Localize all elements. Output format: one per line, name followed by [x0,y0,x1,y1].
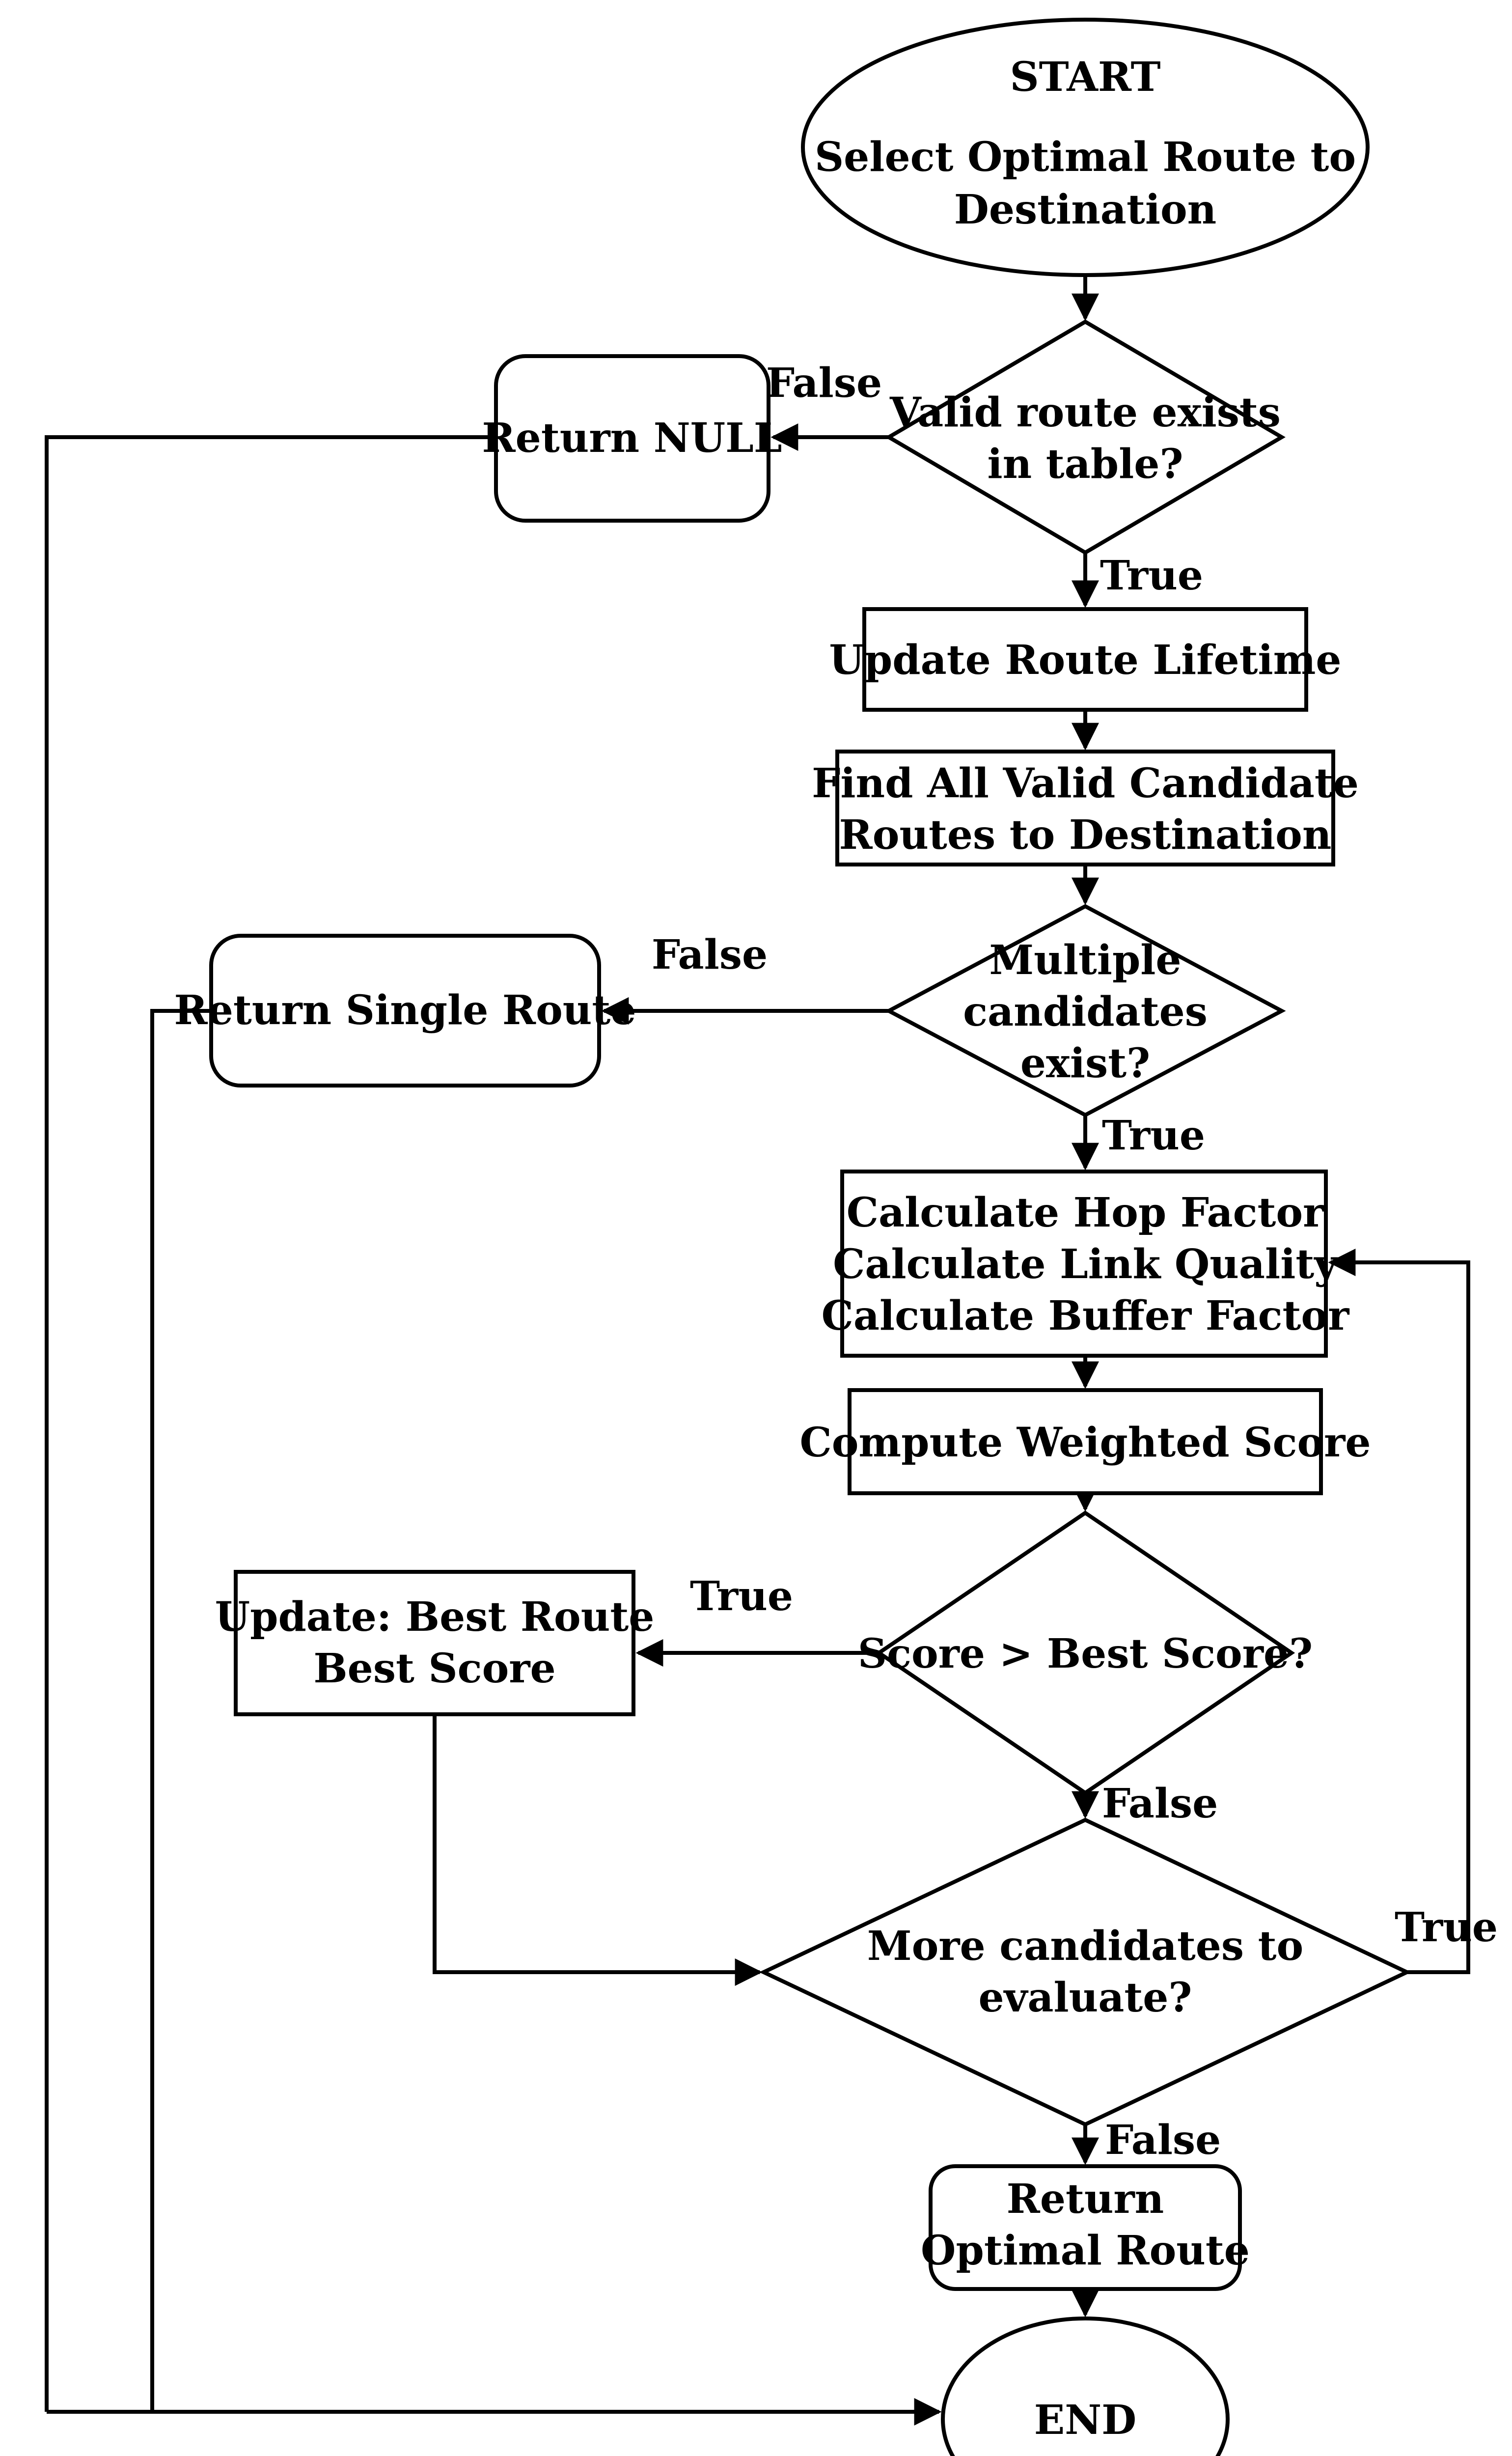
start-ellipse-shape [801,18,1370,277]
edge-return-null-to-end-line [45,435,496,2412]
return-optimal-line-1: Return [1007,2176,1164,2223]
return-single-line-1: Return Single Route [174,987,636,1034]
valid-route-diamond-shape [885,319,1286,555]
node-end: END [941,2316,1230,2456]
label-valid-route-true: True [1100,552,1203,599]
label-multiple-false: False [652,931,768,978]
edges [45,275,1470,2426]
edge-more-true-feedback-to-calculate [1328,1249,1470,1974]
valid-route-line-1: Valid route exists [889,389,1281,436]
calculate-factors-line-3: Calculate Buffer Factor [822,1292,1350,1340]
find-candidates-line-1: Find All Valid Candidate [812,760,1359,807]
score-best-diamond-shape [875,1510,1295,1795]
node-update-best: Update: Best Route Best Score [215,1570,655,1716]
more-candidates-line-1: More candidates to [867,1923,1303,1970]
label-score-false: False [1102,1780,1218,1827]
node-valid-route-decision: Valid route exists in table? [885,319,1286,555]
multiple-candidates-line-1: Multiple [989,937,1181,984]
edge-labels: False True False True True False True Fa… [652,360,1498,2164]
more-candidates-line-2: evaluate? [979,1974,1192,2021]
calculate-factors-line-1: Calculate Hop Factor [847,1189,1325,1236]
node-more-candidates-decision: More candidates to evaluate? [759,1817,1412,2127]
update-lifetime-line-1: Update Route Lifetime [829,637,1341,684]
multiple-candidates-line-3: exist? [1020,1040,1150,1087]
end-ellipse-shape [941,2316,1230,2456]
node-compute-score: Compute Weighted Score [799,1388,1371,1495]
update-best-line-1: Update: Best Route [215,1593,655,1641]
node-start: START Select Optimal Route to Destinatio… [801,18,1370,277]
compute-score-shape [848,1388,1323,1495]
start-line-2: Select Optimal Route to [815,134,1356,181]
start-line-1: START [1010,54,1160,101]
compute-score-line-1: Compute Weighted Score [799,1419,1371,1466]
label-more-true: True [1395,1904,1498,1951]
node-update-lifetime: Update Route Lifetime [829,607,1342,712]
return-optimal-shape [929,2164,1242,2291]
return-null-shape [494,354,770,523]
node-multiple-candidates-decision: Multiple candidates exist? [884,904,1286,1117]
return-null-line-1: Return NULL [482,415,782,462]
node-calculate-factors: Calculate Hop Factor Calculate Link Qual… [822,1170,1350,1358]
label-more-false: False [1105,2117,1221,2164]
return-single-shape [209,934,601,1088]
return-optimal-line-2: Optimal Route [921,2227,1250,2274]
node-return-null: Return NULL [482,354,782,523]
update-best-line-2: Best Score [313,1645,555,1692]
edge-update-best-to-more-candidates [433,1714,763,1986]
score-best-line-1: Score > Best Score? [858,1630,1313,1677]
label-score-true: True [690,1573,793,1620]
node-find-candidates: Find All Valid Candidate Routes to Desti… [812,750,1359,866]
label-valid-route-false: False [766,360,882,407]
multiple-candidates-diamond-shape [884,904,1286,1117]
update-best-shape [234,1570,635,1716]
find-candidates-line-2: Routes to Destination [839,811,1332,859]
start-line-3: Destination [954,186,1217,233]
valid-route-line-2: in table? [987,441,1183,488]
node-score-best-decision: Score > Best Score? [858,1510,1313,1795]
more-candidates-diamond-shape [759,1817,1412,2127]
edge-return-single-to-end-line [150,1009,231,2412]
update-lifetime-shape [862,607,1308,712]
multiple-candidates-line-2: candidates [963,988,1208,1035]
end-line-1: END [1034,2397,1137,2444]
calculate-factors-shape [840,1170,1328,1358]
node-return-single: Return Single Route [174,934,636,1088]
calculate-factors-line-2: Calculate Link Quality [833,1241,1339,1288]
find-candidates-shape [835,750,1335,866]
node-return-optimal: Return Optimal Route [921,2164,1250,2291]
label-multiple-true: True [1102,1112,1205,1159]
